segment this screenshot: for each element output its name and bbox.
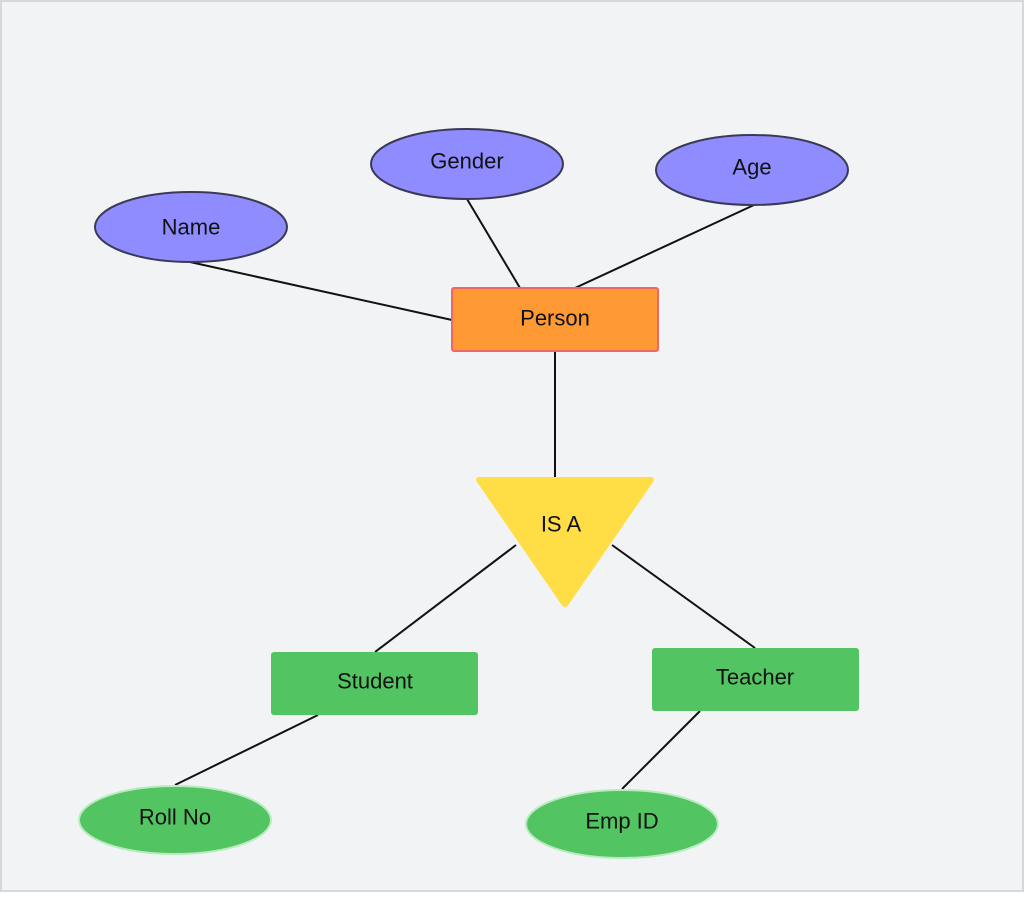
entity-person-label: Person — [520, 306, 590, 331]
attribute-age-label: Age — [732, 155, 771, 180]
relationship-isa[interactable]: IS A — [476, 477, 654, 607]
attribute-age[interactable]: Age — [655, 134, 849, 206]
entity-person[interactable]: Person — [451, 287, 659, 352]
attribute-gender-label: Gender — [430, 149, 503, 174]
attribute-name[interactable]: Name — [94, 191, 288, 263]
attribute-emp-id-shape — [525, 789, 719, 859]
attribute-name-shape — [94, 191, 288, 263]
entity-student-label: Student — [337, 669, 413, 694]
attribute-emp-id[interactable]: Emp ID — [525, 789, 719, 859]
connector-name-person — [189, 261, 453, 321]
attribute-roll-no[interactable]: Roll No — [78, 785, 272, 855]
connector-age-person — [574, 204, 755, 289]
relationship-isa-shape — [476, 477, 654, 607]
connector-isa-student — [374, 544, 517, 653]
connector-teacher-empid — [621, 710, 701, 790]
entity-teacher-shape — [652, 648, 859, 711]
attribute-gender[interactable]: Gender — [370, 128, 564, 200]
connector-student-rollno — [174, 714, 319, 786]
entity-student-shape — [271, 652, 478, 715]
attribute-emp-id-label: Emp ID — [585, 809, 658, 834]
connector-gender-person — [466, 198, 521, 289]
attribute-name-label: Name — [162, 215, 221, 240]
connector-isa-teacher — [611, 544, 756, 649]
entity-teacher[interactable]: Teacher — [652, 648, 859, 711]
entity-student[interactable]: Student — [271, 652, 478, 715]
attribute-roll-no-shape — [78, 785, 272, 855]
attribute-age-shape — [655, 134, 849, 206]
entity-person-shape — [451, 287, 659, 352]
connectors — [174, 198, 756, 790]
attribute-gender-shape — [370, 128, 564, 200]
attribute-roll-no-label: Roll No — [139, 805, 211, 830]
entity-teacher-label: Teacher — [716, 665, 794, 690]
relationship-isa-label: IS A — [541, 512, 582, 537]
